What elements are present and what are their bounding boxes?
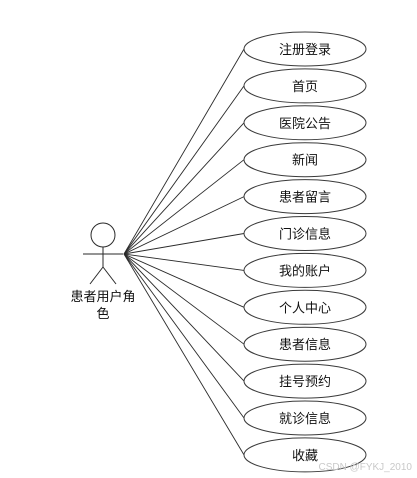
use-case-label: 收藏 [292,449,318,464]
use-case-ellipse [243,289,367,325]
association-line [123,253,245,382]
use-case-ellipse [243,31,367,67]
association-line [123,253,245,308]
association-line [123,253,245,345]
use-case-ellipse [243,400,367,436]
actor-left-leg [89,266,104,285]
association-line [123,253,245,271]
use-case-label: 医院公告 [279,117,331,132]
use-case-label: 就诊信息 [279,411,331,427]
use-case: 就诊信息 [243,400,367,436]
association-line [123,122,245,255]
use-case-ellipse [243,179,367,215]
use-case: 挂号预约 [243,363,367,399]
use-case-ellipse [243,326,367,362]
use-case-label: 挂号预约 [279,375,331,390]
use-case-label: 个人中心 [279,301,331,316]
use-case-label: 我的账户 [279,263,331,279]
use-case-label: 新闻 [292,153,318,169]
use-case: 个人中心 [243,289,367,325]
association-line [123,233,245,255]
use-case-ellipse [243,252,367,288]
use-case: 新闻 [243,142,367,178]
use-case: 注册登录 [243,31,367,67]
association-lines [123,48,245,456]
association-line [123,253,245,456]
use-case-list: 注册登录首页医院公告新闻患者留言门诊信息我的账户个人中心患者信息挂号预约就诊信息… [243,31,367,473]
use-case-ellipse [243,363,367,399]
association-line [123,159,245,255]
association-line [123,196,245,255]
use-case: 患者留言 [243,179,367,215]
actor-right-leg [102,266,117,285]
association-line [123,253,245,419]
use-case-ellipse [243,216,367,251]
actor-label-line-2: 色 [96,306,109,322]
use-case: 门诊信息 [243,216,367,251]
use-case: 我的账户 [243,252,367,288]
actor-head [90,222,116,248]
use-case-ellipse [243,142,367,178]
use-case-label: 注册登录 [279,43,331,58]
watermark-text: CSDN @FYKJ_2010 [318,462,412,473]
use-case: 首页 [243,68,367,104]
use-case: 患者信息 [243,326,367,362]
actor-patient-user: 患者用户角 色 [70,222,136,322]
association-line [123,48,245,255]
use-case-label: 首页 [292,80,318,95]
actor-label-line-1: 患者用户角 [70,289,135,305]
use-case-ellipse [243,437,367,473]
use-case-label: 门诊信息 [279,227,331,243]
use-case-label: 患者信息 [279,337,331,353]
use-case-label: 患者留言 [279,191,331,206]
use-case: 医院公告 [243,105,367,141]
use-case: 收藏 [243,437,367,473]
association-line [123,85,245,255]
use-case-ellipse [243,68,367,104]
use-case-ellipse [243,105,367,141]
